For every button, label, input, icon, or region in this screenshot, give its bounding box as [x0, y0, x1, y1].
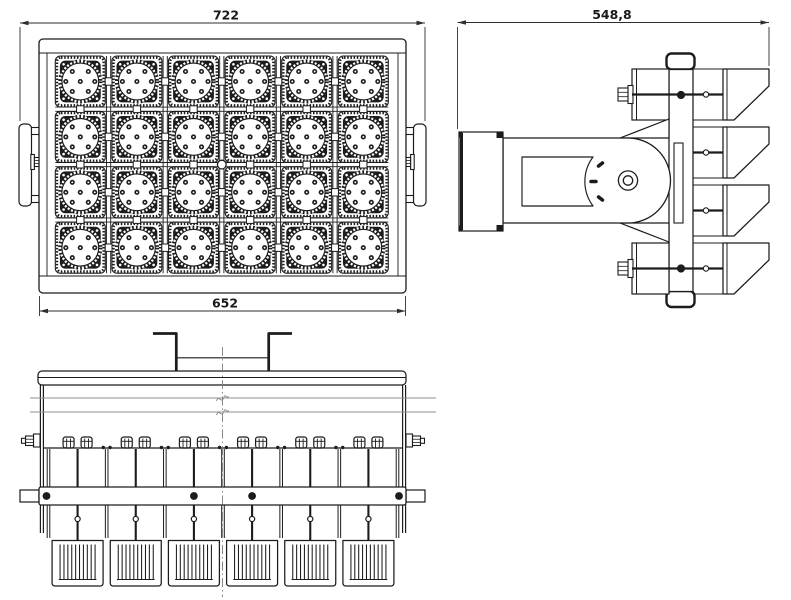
led-module [167, 166, 220, 219]
side-view [457, 20, 770, 309]
tilt-slot [596, 195, 605, 202]
led-module [337, 110, 389, 163]
led-module [54, 110, 106, 163]
dimension-labels: 722 652 548,8 [212, 7, 632, 311]
gland-cap [254, 436, 268, 449]
led-module [337, 166, 389, 219]
led-module [224, 221, 276, 274]
side-module-row [617, 242, 770, 295]
led-module [54, 221, 106, 274]
led-module [167, 221, 220, 274]
led-module [111, 166, 163, 219]
dim-label-side-depth: 548,8 [592, 7, 632, 22]
housing-top [37, 370, 407, 386]
led-module [167, 55, 220, 108]
led-module [337, 221, 389, 274]
heatsink-fin-block [109, 539, 162, 587]
gland-cap [138, 436, 151, 449]
led-module [224, 110, 276, 163]
gland-cap [313, 436, 326, 449]
gland-cap [353, 436, 366, 449]
gland-cap [236, 436, 250, 449]
led-module [111, 55, 163, 108]
side-module-row [693, 184, 770, 237]
tilt-slot [596, 161, 605, 168]
gland-cap [120, 436, 133, 449]
led-module [224, 166, 276, 219]
led-module [54, 166, 106, 219]
side-bolt [20, 433, 41, 448]
heatsink-fin-block [167, 539, 221, 587]
led-module [54, 55, 106, 108]
dim-label-front-outer-width: 722 [213, 8, 239, 23]
led-module [167, 110, 220, 163]
carry-handle [404, 123, 427, 207]
side-module-row [693, 126, 770, 179]
heatsink-fin-block [225, 539, 279, 587]
gland-cap [62, 436, 75, 449]
led-module [281, 110, 333, 163]
heatsink-fin-block [284, 539, 337, 587]
led-module [111, 110, 163, 163]
tilt-slot [589, 179, 598, 184]
led-module [224, 55, 276, 108]
driver-box [458, 131, 504, 232]
heatsink-fin-block [342, 539, 395, 587]
carry-handle [18, 123, 41, 207]
led-module [337, 55, 389, 108]
bottom-view [19, 332, 436, 597]
heatsink-fin-block [51, 539, 104, 587]
dim-label-front-body-width: 652 [212, 296, 238, 311]
gland-cap [178, 436, 192, 449]
mounting-plate [665, 52, 696, 309]
led-module [281, 221, 333, 274]
side-bolt [405, 433, 426, 448]
led-module [281, 166, 333, 219]
gland-cap [295, 436, 308, 449]
gland-cap [196, 436, 210, 449]
gland-cap [371, 436, 384, 449]
front-view [18, 20, 427, 316]
led-module [281, 55, 333, 108]
mounting-bracket [153, 332, 292, 371]
led-module [111, 221, 163, 274]
gland-cap [80, 436, 93, 449]
